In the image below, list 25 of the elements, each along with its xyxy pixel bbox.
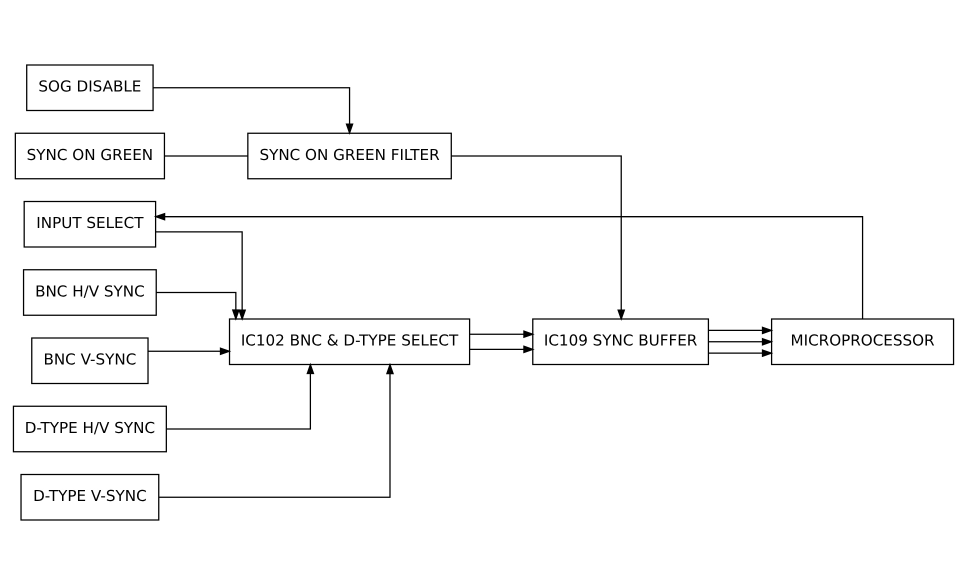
arrow: [708, 348, 774, 357]
arrow: [166, 362, 314, 430]
arrow: [159, 362, 394, 498]
node-box: BNC H/V SYNC: [22, 268, 157, 316]
node-box: BNC V-SYNC: [31, 336, 149, 384]
node-box: SYNC ON GREEN: [14, 132, 166, 179]
arrow: [708, 337, 774, 346]
arrow: [708, 326, 774, 334]
node-box: SOG DISABLE: [26, 64, 154, 111]
node-box: SYNC ON GREEN FILTER: [247, 132, 452, 179]
arrow: [156, 291, 240, 320]
node-box: IC109 SYNC BUFFER: [532, 318, 710, 365]
node-box: MICROPROCESSOR: [770, 318, 954, 365]
arrow: [148, 346, 232, 355]
arrow: [154, 212, 864, 318]
node-box: D-TYPE V-SYNC: [20, 473, 160, 520]
arrow: [156, 230, 246, 320]
arrow: [470, 330, 535, 338]
arrow: [470, 344, 535, 353]
node-box: IC102 BNC & D-TYPE SELECT: [228, 318, 470, 365]
connector: [164, 154, 248, 156]
arrow: [452, 154, 626, 320]
node-box: D-TYPE H/V SYNC: [12, 405, 167, 452]
node-box: INPUT SELECT: [24, 200, 156, 248]
arrow: [153, 86, 354, 134]
